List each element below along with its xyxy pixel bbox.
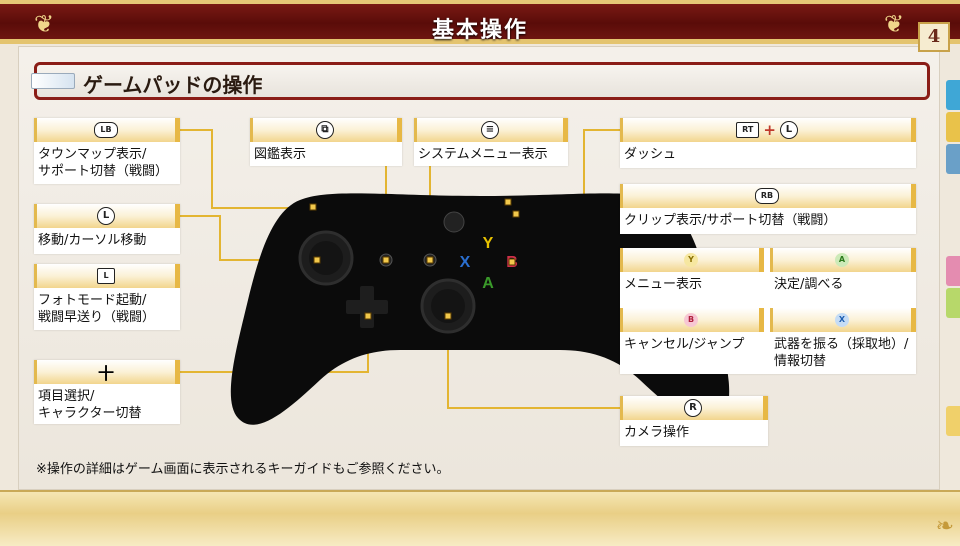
y-button-letter: Y xyxy=(483,235,494,252)
b-entry: B キャンセル/ジャンプ xyxy=(620,308,764,357)
x-label: 武器を振る（採取地）/ 情報切替 xyxy=(774,337,909,369)
page-title: 基本操作 xyxy=(431,18,528,43)
a-button-letter: A xyxy=(482,275,494,292)
left-stick-icon: L xyxy=(779,121,798,139)
face-button-box: Y メニュー表示 A 決定/調べる B キャンセル/ジャンプ X 武器を振る（採… xyxy=(620,248,916,374)
index-tab-gold xyxy=(946,406,960,436)
lb-label: タウンマップ表示/ サポート切替（戦闘） xyxy=(38,147,169,179)
title-bar: ❦ 基本操作 ❦ 4 xyxy=(0,0,960,52)
callout-points xyxy=(309,198,520,320)
dpad-box: 十 項目選択/ キャラクター切替 xyxy=(34,360,180,424)
x-entry: X 武器を振る（採取地）/ 情報切替 xyxy=(770,308,916,374)
l-click-box: L フォトモード起動/ 戦闘早送り（戦闘） xyxy=(34,264,180,330)
rb-label: クリップ表示/サポート切替（戦闘） xyxy=(624,213,837,228)
page-number: 4 xyxy=(918,22,950,52)
a-entry: A 決定/調べる xyxy=(770,248,916,297)
y-button-icon: Y xyxy=(684,253,698,267)
left-stick-press-icon: L xyxy=(97,268,115,284)
a-button-icon: A xyxy=(835,253,849,267)
menu-button-icon: ≡ xyxy=(481,121,499,139)
index-tab-pink xyxy=(946,256,960,286)
index-tab-green xyxy=(946,288,960,318)
view-box: ⧉ 図鑑表示 xyxy=(250,118,402,166)
camera-box: R カメラ操作 xyxy=(620,396,768,446)
camera-label: カメラ操作 xyxy=(624,425,690,440)
dpad-label: 項目選択/ キャラクター切替 xyxy=(38,389,142,421)
l-click-label: フォトモード起動/ 戦闘早送り（戦闘） xyxy=(38,293,156,325)
lb-button-icon: LB xyxy=(94,122,118,138)
ornament-icon: ❦ xyxy=(34,10,55,38)
dash-box: RT + L ダッシュ xyxy=(620,118,916,168)
plus-icon: + xyxy=(763,121,776,139)
right-stick-icon: R xyxy=(684,399,702,417)
l-stick-label: 移動/カーソル移動 xyxy=(38,233,147,248)
rt-button-icon: RT xyxy=(736,122,760,138)
index-tab-blue xyxy=(946,80,960,110)
y-entry: Y メニュー表示 xyxy=(620,248,764,297)
b-label: キャンセル/ジャンプ xyxy=(624,337,745,352)
index-tab-yellow xyxy=(946,112,960,142)
section-title: ゲームパッドの操作 xyxy=(83,73,263,97)
bottom-border: ❧ xyxy=(0,490,960,546)
x-button-icon: X xyxy=(835,313,849,327)
section-banner: ゲームパッドの操作 xyxy=(31,62,930,100)
pencil-icon xyxy=(31,73,75,89)
footnote: ※操作の詳細はゲーム画面に表示されるキーガイドもご参照ください。 xyxy=(36,462,450,477)
lb-box: LB タウンマップ表示/ サポート切替（戦闘） xyxy=(34,118,180,184)
index-tab-lightblue xyxy=(946,144,960,174)
y-label: メニュー表示 xyxy=(624,277,703,292)
ornament-icon: ❦ xyxy=(884,10,905,38)
ornament-icon: ❧ xyxy=(935,514,954,539)
b-button-icon: B xyxy=(684,313,698,327)
left-stick-icon: L xyxy=(97,207,115,225)
gamepad-body xyxy=(230,193,730,425)
view-label: 図鑑表示 xyxy=(254,147,307,162)
a-label: 決定/調べる xyxy=(774,277,844,292)
dpad-icon: 十 xyxy=(97,364,114,383)
l-stick-box: L 移動/カーソル移動 xyxy=(34,204,180,254)
rb-button-icon: RB xyxy=(754,188,780,204)
x-button-letter: X xyxy=(460,254,471,271)
menu-label: システムメニュー表示 xyxy=(418,147,548,162)
dash-label: ダッシュ xyxy=(624,147,677,162)
rb-box: RB クリップ表示/サポート切替（戦闘） xyxy=(620,184,916,234)
view-button-icon: ⧉ xyxy=(316,121,334,139)
menu-box: ≡ システムメニュー表示 xyxy=(414,118,568,166)
